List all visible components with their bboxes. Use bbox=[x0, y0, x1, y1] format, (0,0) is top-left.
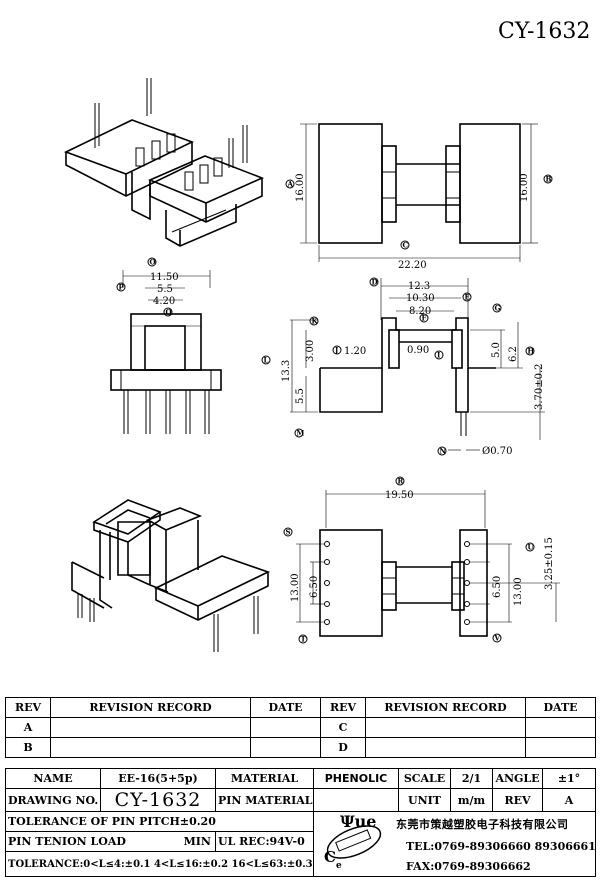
svg-text:3.00: 3.00 bbox=[305, 340, 316, 362]
name-value: EE-16(5+5p) bbox=[100, 768, 216, 789]
pin-tension-cell: PIN TENION LOAD MIN bbox=[5, 831, 216, 852]
svg-text:19.50: 19.50 bbox=[385, 490, 414, 501]
date-header-2: DATE bbox=[525, 697, 596, 718]
scale-value: 2/1 bbox=[450, 768, 493, 789]
pin-material-label: PIN MATERIAL bbox=[215, 788, 314, 812]
svg-text:16.00: 16.00 bbox=[519, 173, 530, 202]
svg-text:B: B bbox=[546, 175, 552, 184]
min-label: MIN bbox=[183, 835, 211, 848]
company-fax: FAX:0769-89306662 bbox=[406, 860, 531, 873]
revision-row: B D bbox=[5, 737, 596, 758]
svg-text:13.3: 13.3 bbox=[281, 360, 292, 382]
rev-header: REV bbox=[5, 697, 51, 718]
svg-text:C: C bbox=[324, 848, 336, 866]
svg-text:6.50: 6.50 bbox=[309, 576, 320, 598]
technical-drawing: CY-1632 O 16.00 bbox=[63, 19, 590, 652]
svg-text:13.00: 13.00 bbox=[290, 573, 301, 602]
svg-text:8.20: 8.20 bbox=[409, 306, 431, 317]
front-view-left: 16.00 A 16.00 B 22.20 C bbox=[285, 123, 553, 271]
ul-rec: UL REC:94V-0 bbox=[215, 831, 314, 852]
revision-header-row: REV REVISION RECORD DATE REV REVISION RE… bbox=[5, 697, 596, 718]
material-value: PHENOLIC bbox=[313, 768, 399, 789]
svg-text:D: D bbox=[372, 278, 378, 287]
revision-table: REV REVISION RECORD DATE REV REVISION RE… bbox=[5, 697, 596, 758]
unit-value: m/m bbox=[450, 788, 493, 812]
company-block: Ψue C e 东莞市策越塑胶电子科技有限公司 TEL:0769-8930666… bbox=[313, 811, 596, 877]
svg-text:E: E bbox=[465, 293, 470, 302]
bottom-view: R 19.50 13.00 6.50 S T 6.50 13.00 3.25±0… bbox=[283, 476, 560, 644]
title-block: REV REVISION RECORD DATE REV REVISION RE… bbox=[5, 697, 596, 877]
svg-text:3.70±0.2: 3.70±0.2 bbox=[534, 363, 545, 410]
tolerance-line: TOLERANCE:0<L≤4:±0.1 4<L≤16:±0.2 16<L≤63… bbox=[5, 851, 314, 877]
drawing-no-label: DRAWING NO. bbox=[5, 788, 101, 812]
svg-text:Q: Q bbox=[166, 308, 172, 317]
svg-text:3.25±0.15: 3.25±0.15 bbox=[544, 537, 555, 590]
svg-text:F: F bbox=[422, 314, 427, 323]
revision-row: A C bbox=[5, 717, 596, 738]
drawing-title: CY-1632 bbox=[498, 19, 590, 44]
name-label: NAME bbox=[5, 768, 101, 789]
company-logo: Ψue C e bbox=[324, 814, 382, 871]
svg-text:5.5: 5.5 bbox=[295, 388, 306, 404]
rev-d: D bbox=[320, 737, 366, 758]
company-name: 东莞市策越塑胶电子科技有限公司 bbox=[396, 818, 569, 831]
svg-text:K: K bbox=[312, 317, 319, 326]
svg-text:Ψue: Ψue bbox=[340, 814, 376, 831]
svg-text:U: U bbox=[528, 543, 534, 552]
svg-text:M: M bbox=[297, 429, 305, 438]
svg-text:J: J bbox=[334, 346, 339, 355]
iso-view-bottom bbox=[71, 499, 271, 652]
svg-text:Ø0.70: Ø0.70 bbox=[482, 446, 512, 457]
rev-value: A bbox=[542, 788, 596, 812]
angle-label: ANGLE bbox=[492, 768, 543, 789]
svg-text:S: S bbox=[286, 528, 291, 537]
svg-text:5.0: 5.0 bbox=[491, 342, 502, 358]
rev-b: B bbox=[5, 737, 51, 758]
svg-text:11.50: 11.50 bbox=[150, 272, 179, 283]
material-label: MATERIAL bbox=[215, 768, 314, 789]
rev-c: C bbox=[320, 717, 366, 738]
svg-text:12.3: 12.3 bbox=[408, 281, 430, 292]
pin-tension-label: PIN TENION LOAD bbox=[8, 835, 126, 848]
svg-text:10.30: 10.30 bbox=[406, 293, 435, 304]
svg-text:6.2: 6.2 bbox=[508, 346, 519, 362]
end-view: 11.50 P 5.5 4.20 Q bbox=[110, 270, 222, 434]
date-header: DATE bbox=[250, 697, 321, 718]
company-tel: TEL:0769-89306660 89306661 bbox=[406, 840, 596, 853]
svg-text:13.00: 13.00 bbox=[513, 577, 524, 606]
svg-text:1.20: 1.20 bbox=[344, 346, 366, 357]
svg-text:16.00: 16.00 bbox=[295, 173, 306, 202]
svg-text:R: R bbox=[398, 477, 404, 486]
iso-view-top: O bbox=[63, 78, 265, 267]
svg-text:T: T bbox=[301, 635, 307, 644]
svg-text:5.5: 5.5 bbox=[157, 284, 173, 295]
svg-text:G: G bbox=[495, 304, 501, 313]
svg-text:L: L bbox=[264, 356, 269, 365]
svg-text:C: C bbox=[403, 241, 409, 250]
svg-text:22.20: 22.20 bbox=[398, 260, 427, 271]
svg-text:4.20: 4.20 bbox=[153, 296, 175, 307]
side-section-view: 12.3 D 10.30 E 8.20 F 13.3 L 3.00 K 5.5 … bbox=[261, 277, 545, 457]
unit-label: UNIT bbox=[398, 788, 451, 812]
revision-record-header: REVISION RECORD bbox=[50, 697, 251, 718]
svg-text:O: O bbox=[150, 258, 156, 267]
revision-record-header-2: REVISION RECORD bbox=[365, 697, 526, 718]
svg-text:V: V bbox=[494, 634, 501, 643]
pitch-tolerance: TOLERANCE OF PIN PITCH±0.20 bbox=[5, 811, 314, 832]
rev-a: A bbox=[5, 717, 51, 738]
svg-text:e: e bbox=[336, 861, 342, 871]
svg-text:H: H bbox=[528, 347, 535, 356]
svg-text:A: A bbox=[287, 180, 294, 189]
rev-label: REV bbox=[492, 788, 543, 812]
svg-text:N: N bbox=[440, 447, 447, 456]
angle-value: ±1° bbox=[542, 768, 596, 789]
rev-header-2: REV bbox=[320, 697, 366, 718]
svg-text:6.50: 6.50 bbox=[492, 576, 503, 598]
svg-text:I: I bbox=[437, 351, 440, 360]
svg-text:P: P bbox=[119, 283, 125, 292]
drawing-no-value: CY-1632 bbox=[100, 788, 216, 812]
info-table: NAME EE-16(5+5p) MATERIAL PHENOLIC SCALE… bbox=[5, 768, 596, 877]
scale-label: SCALE bbox=[398, 768, 451, 789]
svg-text:0.90: 0.90 bbox=[407, 345, 429, 356]
